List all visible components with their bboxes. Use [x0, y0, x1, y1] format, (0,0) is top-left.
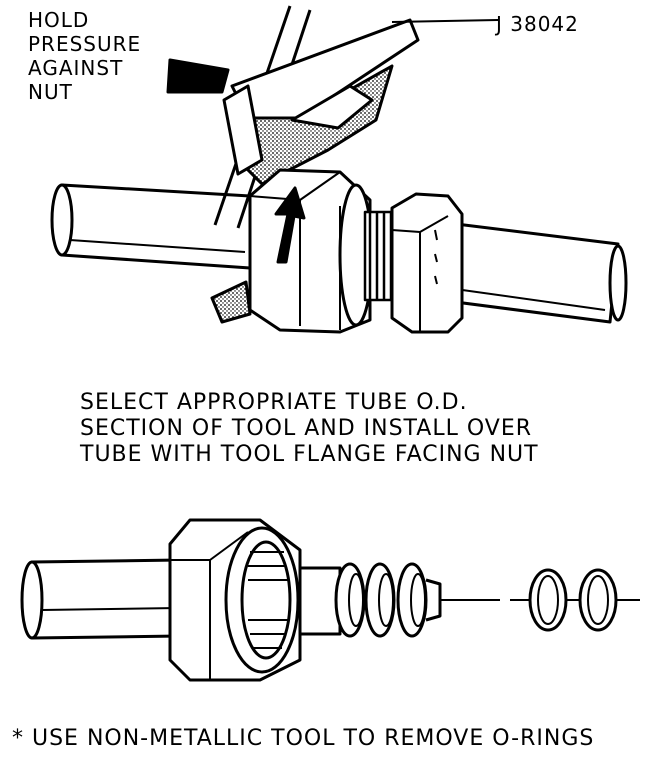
rotation-arrow	[274, 186, 306, 264]
left-tube	[50, 183, 252, 270]
bottom-illustration	[20, 518, 640, 682]
direction-arrow	[166, 58, 230, 94]
top-illustration	[50, 5, 628, 334]
bottom-hex-nut	[168, 518, 302, 682]
inner-tube	[298, 566, 342, 636]
hold-pressure-label: HOLD PRESSURE AGAINST NUT	[28, 8, 142, 104]
disconnect-tool	[166, 5, 420, 324]
leader-line	[391, 19, 499, 23]
installed-o-rings	[334, 562, 442, 638]
hex-nut-left	[248, 168, 374, 334]
bottom-tube	[20, 558, 182, 640]
threads	[363, 210, 395, 302]
hex-nut-right	[390, 192, 464, 334]
tool-number-label: J 38042	[496, 12, 579, 36]
instruction-label: SELECT APPROPRIATE TUBE O.D. SECTION OF …	[80, 390, 539, 467]
o-ring-note: * USE NON-METALLIC TOOL TO REMOVE O-RING…	[12, 726, 595, 751]
right-tube	[438, 220, 628, 324]
